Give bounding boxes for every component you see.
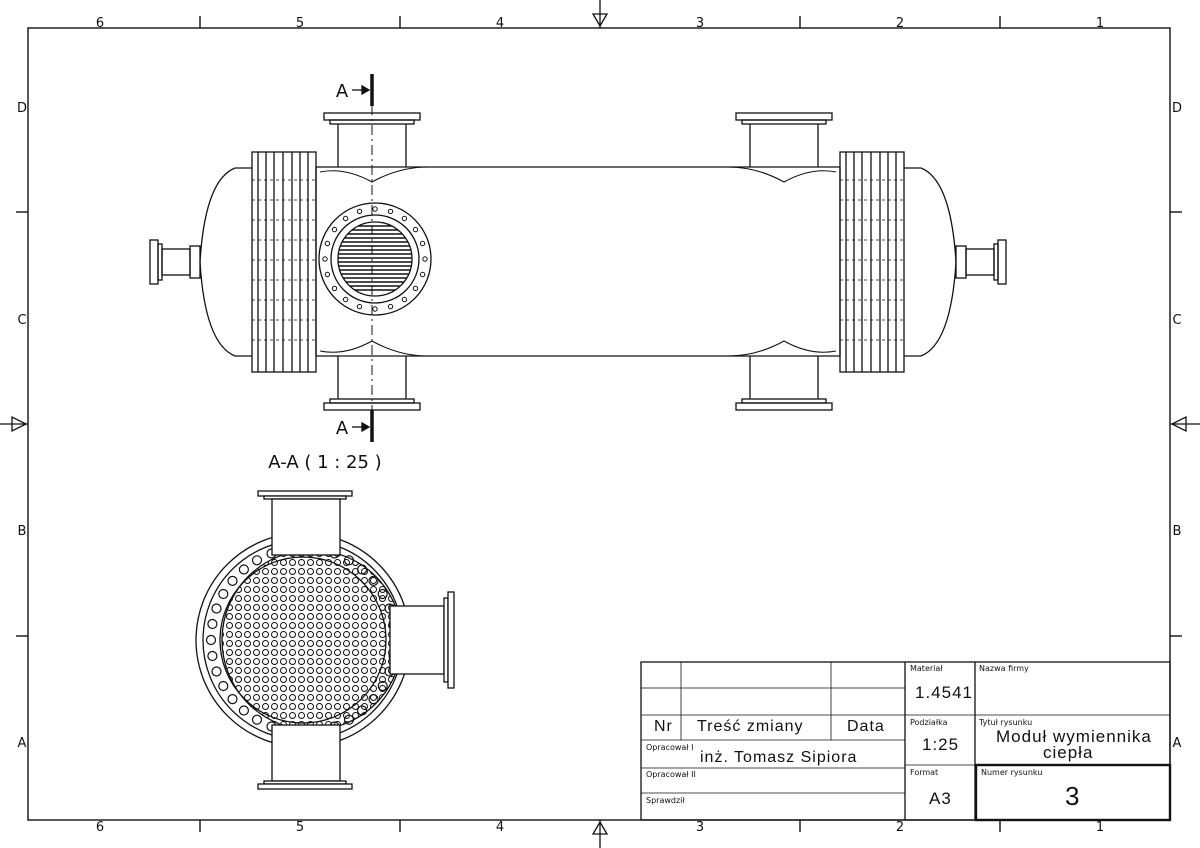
bolt-hole [401, 296, 408, 303]
row-label-c-left: C [17, 313, 26, 328]
section-marker-top: A [336, 81, 349, 102]
col-label-2-bottom: 2 [896, 820, 904, 835]
row-label-b-right: B [1173, 524, 1182, 539]
bolt-hole [324, 271, 331, 278]
drawn-by-label: Opracował I [646, 743, 694, 752]
left-head [149, 167, 252, 357]
flange-bolt [207, 650, 218, 662]
bolt-hole [419, 240, 426, 247]
bolt-hole [324, 240, 331, 247]
bolt-hole [412, 226, 419, 233]
drawing-title-label: Tytuł rysunku [979, 718, 1033, 727]
flange-bolt [238, 564, 249, 575]
nozzle-top-right [727, 112, 837, 183]
flange-bolt [251, 555, 263, 566]
zone-labels: 6 5 4 3 2 1 6 5 4 3 2 1 D C B A D C B A [17, 16, 1182, 835]
checked-by-label: Sprawdził [646, 796, 685, 805]
section-caption: A-A ( 1 : 25 ) [268, 452, 381, 473]
flange-bolt [238, 705, 249, 716]
col-label-1-bottom: 1 [1096, 820, 1104, 835]
row-label-a-left: A [18, 736, 27, 751]
col-label-6-top: 6 [96, 16, 104, 31]
drawn-by-value: inż. Tomasz Sipiora [700, 749, 858, 766]
nozzle-bottom-left [319, 340, 429, 411]
bolt-hole [372, 306, 378, 312]
scale-label: Podziałka [910, 718, 948, 727]
flange-bolt [207, 618, 218, 630]
bolt-hole [412, 285, 419, 292]
bolt-hole [331, 285, 338, 292]
material-label: Materiał [910, 664, 943, 673]
flange-bolt [211, 666, 222, 677]
col-label-3-top: 3 [696, 16, 704, 31]
bolt-hole [387, 208, 394, 215]
row-label-d-left: D [17, 101, 27, 116]
section-nozzle-right [389, 591, 455, 689]
flange-bolt [227, 693, 238, 705]
material-value: 1.4541 [915, 683, 973, 702]
nozzle-bottom-right [727, 340, 837, 411]
drawing-number-value: 3 [1065, 781, 1080, 811]
drawn-by-2-label: Opracował II [646, 770, 696, 779]
revision-content-header: Treść zmiany [697, 718, 804, 735]
col-label-3-bottom: 3 [696, 820, 704, 835]
section-marker-bottom: A [336, 418, 349, 439]
bolt-hole [401, 215, 408, 222]
row-label-d-right: D [1172, 101, 1182, 116]
revision-date-header: Data [847, 718, 885, 735]
bolt-hole [422, 256, 428, 262]
bolt-hole [342, 215, 349, 222]
col-label-1-top: 1 [1096, 16, 1104, 31]
col-label-5-top: 5 [296, 16, 304, 31]
bolt-hole [331, 226, 338, 233]
drawing-title-line1: Moduł wymiennika [996, 727, 1152, 746]
left-flange-stack [251, 151, 317, 373]
row-label-a-right: A [1173, 736, 1182, 751]
revision-nr-header: Nr [654, 718, 673, 735]
flange-bolt [205, 634, 217, 646]
flange-bolt [251, 714, 263, 725]
format-value: A3 [929, 789, 952, 808]
col-label-4-bottom: 4 [496, 820, 504, 835]
exchanger-front-view [149, 74, 1007, 442]
zone-ticks [16, 16, 1182, 832]
row-label-c-right: C [1172, 313, 1181, 328]
section-nozzle-top [257, 490, 353, 556]
flange-bolt [218, 588, 229, 600]
flange-bolt [218, 680, 229, 692]
title-block [640, 661, 1172, 822]
scale-value: 1:25 [922, 735, 960, 754]
bolt-hole [342, 296, 349, 303]
bolt-hole [387, 303, 394, 310]
flange-bolt [227, 575, 238, 587]
section-nozzle-bottom [257, 724, 353, 790]
nozzle-top-left [319, 112, 429, 183]
section-line [352, 74, 374, 442]
right-flange-stack [839, 151, 905, 373]
col-label-4-top: 4 [496, 16, 504, 31]
drawing-title-line2: ciepła [1043, 743, 1094, 762]
bolt-hole [356, 208, 363, 215]
section-view [195, 490, 455, 790]
bolt-hole [372, 206, 378, 212]
bolt-hole [322, 256, 328, 262]
flange-bolt [211, 603, 222, 614]
right-head [904, 167, 1007, 357]
drawing-number-label: Numer rysunku [981, 768, 1043, 777]
col-label-6-bottom: 6 [96, 820, 104, 835]
bolt-hole [356, 303, 363, 310]
col-label-2-top: 2 [896, 16, 904, 31]
col-label-5-bottom: 5 [296, 820, 304, 835]
bolt-hole [419, 271, 426, 278]
company-label: Nazwa firmy [979, 664, 1029, 673]
format-label: Format [910, 768, 939, 777]
inspection-flange [318, 202, 432, 316]
row-label-b-left: B [18, 524, 27, 539]
